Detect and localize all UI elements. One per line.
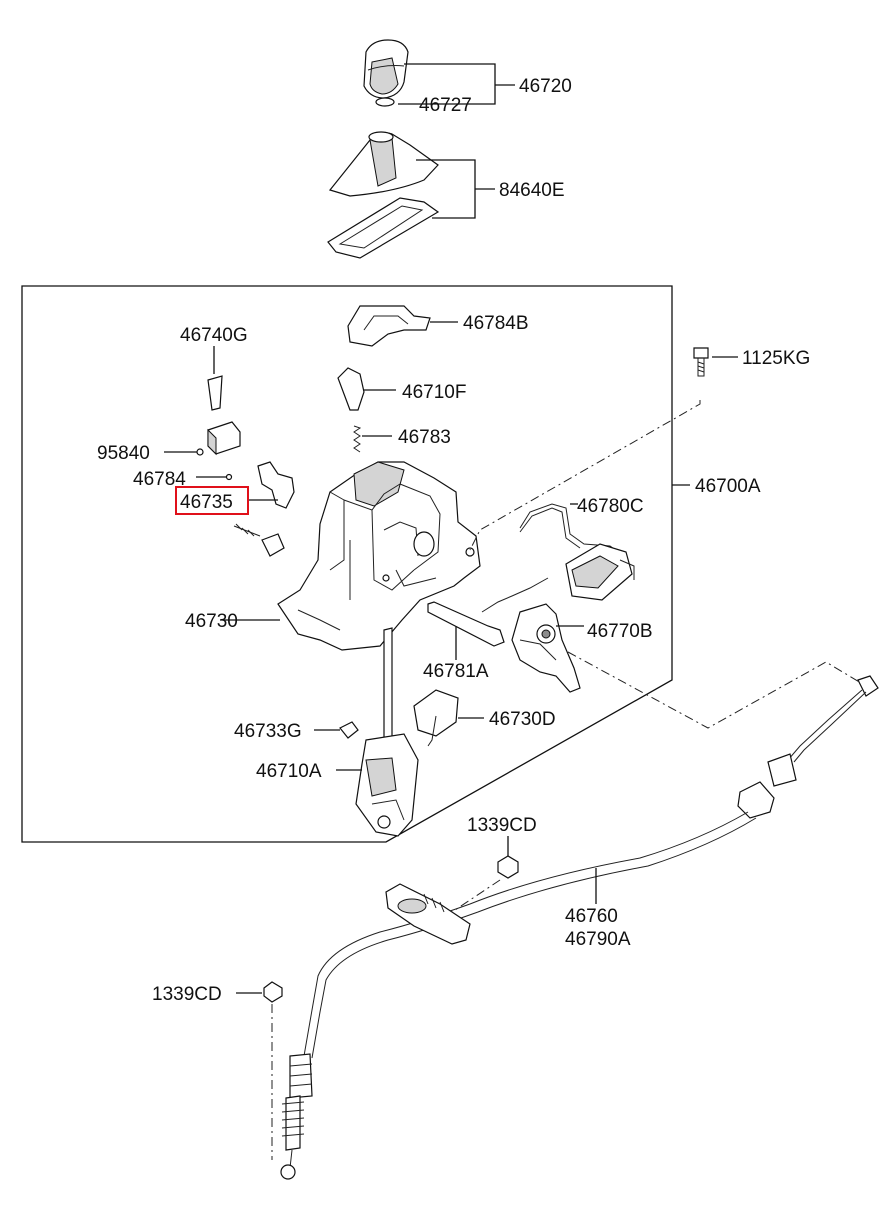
- solenoid-95840: [164, 421, 241, 456]
- label-46790a: 46790A: [565, 929, 631, 950]
- spring-46783: [353, 425, 392, 453]
- label-46733g: 46733G: [234, 721, 302, 742]
- label-46784: 46784: [133, 469, 186, 490]
- bolt-reference-line: [469, 400, 701, 551]
- label-1339cd-top: 1339CD: [467, 815, 537, 836]
- label-46730: 46730: [185, 611, 238, 632]
- label-46720: 46720: [519, 76, 572, 97]
- label-46740g: 46740G: [180, 325, 248, 346]
- bolt-1125kg: [693, 347, 738, 377]
- label-46784b: 46784B: [463, 313, 529, 334]
- label-84640e: 84640E: [499, 180, 565, 201]
- label-46710f: 46710F: [402, 382, 466, 403]
- pin-46784: [196, 473, 233, 481]
- shift-cable: [280, 675, 879, 1180]
- clip-46740g: [207, 346, 223, 411]
- shift-housing: [220, 461, 481, 651]
- sensor-46780c: [481, 503, 635, 613]
- cable-reference-line: [567, 651, 867, 729]
- lever-46770b: [511, 603, 584, 693]
- label-46710a: 46710A: [256, 761, 322, 782]
- shift-boot: [327, 131, 495, 259]
- label-1339cd-bottom: 1339CD: [152, 984, 222, 1005]
- label-46735: 46735: [180, 492, 233, 513]
- label-46783: 46783: [398, 427, 451, 448]
- label-46700a: 46700A: [695, 476, 761, 497]
- screw-and-detent: [233, 523, 285, 557]
- bracket-46735: [248, 461, 295, 509]
- label-95840: 95840: [97, 443, 150, 464]
- label-46781a: 46781A: [423, 661, 489, 682]
- rod-46781a: [427, 601, 505, 660]
- label-46760: 46760: [565, 906, 618, 927]
- label-46730d: 46730D: [489, 709, 556, 730]
- label-1125kg: 1125KG: [742, 348, 810, 369]
- clip-46733g: [314, 721, 359, 739]
- lever-46710f: [337, 367, 396, 411]
- shift-lever-46710a: [336, 627, 419, 837]
- indicator-cover: [347, 305, 458, 347]
- label-46727: 46727: [419, 95, 472, 116]
- nut-1339cd-bottom: [236, 981, 283, 1160]
- label-46780c: 46780C: [577, 496, 644, 517]
- nut-1339cd-top: [451, 836, 519, 913]
- label-46770b: 46770B: [587, 621, 653, 642]
- highlight-box: [175, 486, 249, 515]
- shift-knob: [363, 39, 515, 107]
- cam-46730d: [413, 689, 484, 747]
- assembly-frame: [21, 285, 673, 843]
